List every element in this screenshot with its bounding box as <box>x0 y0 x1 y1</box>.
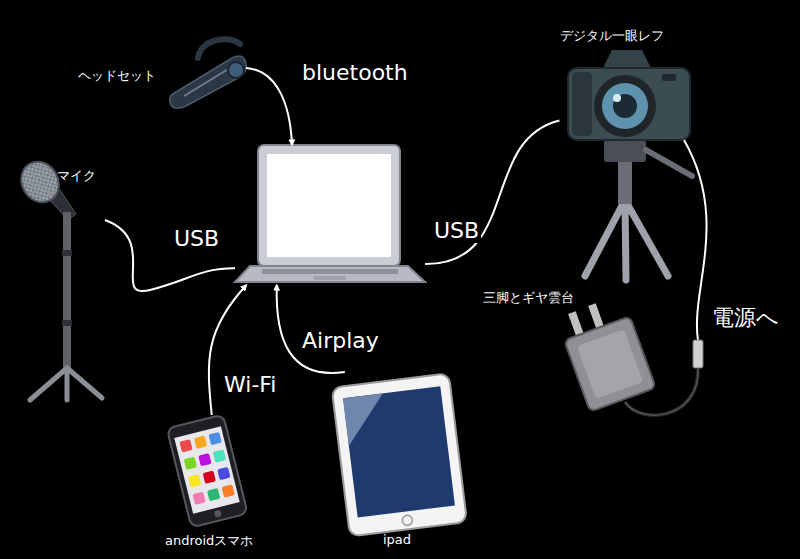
device-label: 三脚とギヤ雲台 <box>483 290 574 306</box>
smartphone-icon-part <box>214 509 222 517</box>
smartphone-node: androidスマホ <box>165 415 250 528</box>
laptop-icon-part <box>235 266 425 282</box>
device-label: ヘッドセット <box>78 68 156 84</box>
connection-label: USB <box>172 226 221 251</box>
device-label: デジタル一眼レフ <box>560 28 664 44</box>
camera-icon-part <box>604 140 646 162</box>
power-adapter-icon <box>564 140 706 415</box>
camera-icon-part <box>613 94 637 118</box>
smartphone-icon-part <box>167 414 248 527</box>
cable-line <box>105 220 235 291</box>
headset-icon-part <box>198 39 240 58</box>
smartphone-icon-part <box>179 432 235 505</box>
tablet-icon-part <box>402 515 413 526</box>
power-adapter-icon-part <box>564 316 656 411</box>
camera-node: デジタル一眼レフ三脚とギヤ雲台 <box>555 50 700 285</box>
headset-icon-part <box>228 62 244 78</box>
device-label: ipad <box>383 532 411 548</box>
laptop-node <box>235 145 425 285</box>
device-label: androidスマホ <box>165 533 253 549</box>
cable-line <box>425 121 559 265</box>
laptop-icon-part <box>262 269 398 274</box>
smartphone-icon-part <box>174 426 239 513</box>
device-label: マイク <box>57 168 96 184</box>
smartphone-icon-part-part <box>217 467 230 480</box>
laptop-icon-part <box>267 154 391 257</box>
connection-label: Airplay <box>300 328 381 353</box>
power-label: 電源へ <box>710 305 781 330</box>
camera-icon-part <box>613 94 621 102</box>
microphone-icon-part <box>62 250 72 256</box>
tablet-icon-part <box>343 393 389 446</box>
connection-label: bluetooth <box>300 60 410 85</box>
headset-node: ヘッドセット <box>170 40 246 110</box>
camera-icon-part <box>572 72 592 136</box>
smartphone-icon-part-part <box>222 484 235 497</box>
smartphone-icon-part-part <box>192 492 205 505</box>
smartphone-icon-part-part <box>213 449 226 462</box>
power-adapter-icon-part <box>568 311 584 336</box>
microphone-icon <box>14 155 102 400</box>
camera-icon-part <box>602 83 648 129</box>
laptop-icon <box>235 145 425 282</box>
tablet-icon <box>332 373 467 536</box>
tablet-icon-part <box>332 373 467 536</box>
smartphone-icon-part-part <box>184 457 197 470</box>
smartphone-icon-part-part <box>208 432 221 445</box>
power-adapter-icon-part <box>684 140 707 340</box>
smartphone-icon-part-part <box>203 470 216 483</box>
microphone-icon-part <box>30 368 102 400</box>
laptop-icon-part <box>258 145 400 266</box>
camera-icon <box>568 50 692 280</box>
laptop-icon-part <box>314 276 346 280</box>
camera-icon-part <box>585 200 668 280</box>
headset-icon-part <box>184 68 230 96</box>
microphone-node: マイク <box>15 160 105 400</box>
power-adapter-icon-part <box>693 340 703 368</box>
smartphone-icon-part-part <box>179 439 192 452</box>
smartphone-icon-part-part <box>194 436 207 449</box>
power-adapter-icon-part <box>577 329 643 399</box>
headset-icon <box>170 39 247 108</box>
camera-icon-part <box>618 158 632 204</box>
smartphone-icon <box>167 414 248 527</box>
smartphone-icon-part-part <box>188 474 201 487</box>
headset-icon-part <box>170 56 247 108</box>
connection-label: USB <box>432 218 481 243</box>
tablet-node: ipad <box>328 372 468 530</box>
microphone-icon-part <box>63 212 71 372</box>
connection-label: Wi-Fi <box>222 372 279 397</box>
power-adapter-icon-part <box>588 303 604 328</box>
connection-arrow <box>246 68 292 145</box>
smartphone-icon-part-part <box>198 453 211 466</box>
camera-icon-part <box>646 150 692 176</box>
tablet-icon-part <box>343 386 455 517</box>
microphone-icon-part <box>62 320 72 326</box>
camera-icon-part <box>594 75 656 137</box>
camera-icon-part <box>568 68 690 140</box>
camera-icon-part <box>662 74 676 81</box>
smartphone-icon-part-part <box>207 488 220 501</box>
